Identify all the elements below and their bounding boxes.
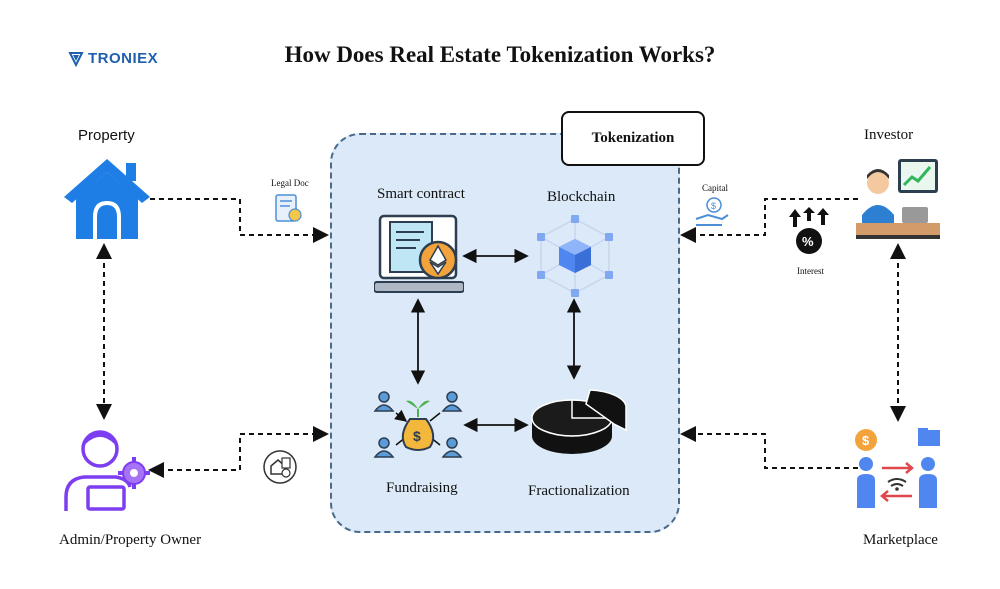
house-icon (64, 159, 150, 239)
svg-text:%: % (802, 234, 814, 249)
legal-document-icon (275, 194, 302, 222)
svg-text:$: $ (862, 433, 870, 448)
logo-text: TRONIEX (88, 50, 159, 67)
fractionalization-label: Fractionalization (528, 483, 630, 499)
fundraising-label: Fundraising (386, 480, 458, 496)
logo-icon (68, 51, 84, 67)
marketplace-label: Marketplace (863, 532, 938, 548)
investor-icon (856, 159, 940, 239)
admin-label: Admin/Property Owner (59, 532, 202, 548)
edge-property-smartcontract (150, 198, 329, 243)
page-title: How Does Real Estate Tokenization Works? (284, 42, 716, 67)
capital-label: Capital (702, 183, 728, 193)
capital-hand-coins-icon: $ (695, 197, 729, 226)
edge-investor-panel (680, 198, 858, 243)
svg-text:$: $ (413, 428, 421, 444)
interest-label: Interest (797, 266, 824, 276)
marketplace-exchange-icon: $ (855, 428, 940, 508)
smart-contract-label: Smart contract (377, 186, 465, 202)
interest-percent-icon: % (789, 207, 829, 254)
blockchain-label: Blockchain (547, 189, 616, 205)
pie-fraction-icon (531, 389, 627, 454)
property-document-icon (263, 450, 297, 484)
logo: TRONIEX (68, 50, 158, 67)
fundraising-bag-icon: $ (373, 391, 463, 458)
svg-text:$: $ (711, 201, 716, 211)
blockchain-cube-icon (537, 215, 613, 297)
property-label: Property (78, 127, 135, 144)
edge-marketplace-panel (680, 426, 858, 469)
tokenization-panel (330, 133, 680, 533)
smart-contract-icon (374, 214, 464, 293)
investor-label: Investor (864, 127, 914, 143)
edge-admin-panel (148, 426, 329, 478)
admin-gear-icon (64, 430, 150, 511)
tokenization-label-box: Tokenization (561, 111, 705, 166)
legal-doc-label: Legal Doc (271, 178, 309, 188)
